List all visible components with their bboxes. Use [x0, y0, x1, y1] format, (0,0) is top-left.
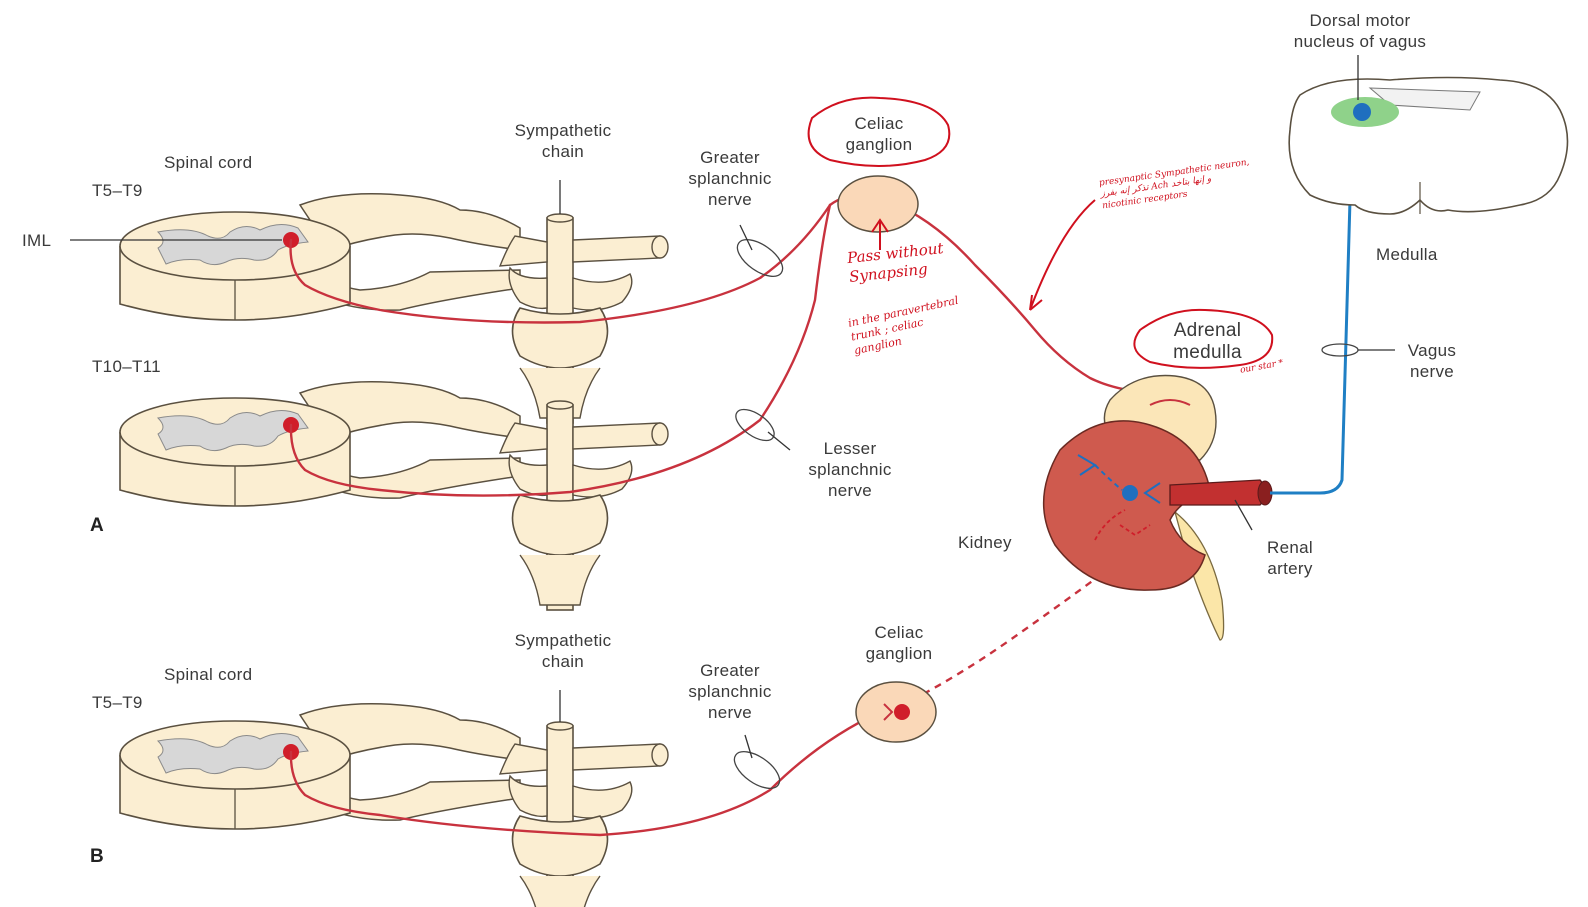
spinal-cord-label-b: Spinal cord — [164, 664, 252, 685]
spinal-cord-a-t5-t9 — [120, 194, 520, 320]
spinal-cord-b-t5-t9 — [120, 704, 520, 829]
celiac-ganglion-b — [856, 682, 936, 742]
segment-label-t5-t9-a: T5–T9 — [92, 180, 143, 201]
segment-label-t5-t9-b: T5–T9 — [92, 692, 143, 713]
medulla-section — [1289, 55, 1567, 214]
panel-a-label: A — [90, 515, 104, 537]
spinal-cord-label-a: Spinal cord — [164, 152, 252, 173]
greater-splanchnic-label-a: Greater splanchnic nerve — [655, 147, 805, 210]
sympathetic-chain-label-b: Sympathetic chain — [478, 630, 648, 672]
greater-splanchnic-label-b: Greater splanchnic nerve — [655, 660, 805, 723]
sympathetic-chain-a — [500, 214, 668, 423]
segment-label-t10-t11: T10–T11 — [92, 356, 161, 377]
celiac-ganglion-label-a: Celiac ganglion — [810, 113, 948, 155]
greater-splanchnic-ring-a — [731, 232, 789, 283]
iml-label: IML — [22, 230, 51, 251]
vagus-nerve-label: Vagus nerve — [1382, 340, 1482, 382]
lesser-splanchnic-label: Lesser splanchnic nerve — [780, 438, 920, 501]
adrenal-medulla-label: Adrenal medulla — [1140, 320, 1275, 364]
kidney-adrenal — [1044, 376, 1272, 641]
kidney-label: Kidney — [958, 532, 1012, 553]
spinal-cord-a-t10-t11 — [120, 382, 520, 506]
celiac-ganglion-label-b: Celiac ganglion — [830, 622, 968, 664]
renal-artery-label: Renal artery — [1240, 537, 1340, 579]
greater-splanchnic-ring-b — [728, 744, 786, 795]
sympathetic-chain-b — [500, 722, 668, 907]
sympathetic-chain-label-a: Sympathetic chain — [478, 120, 648, 162]
medulla-label: Medulla — [1376, 244, 1438, 265]
sympathetic-chain-a-lower — [500, 401, 668, 610]
dorsal-motor-nucleus-label: Dorsal motor nucleus of vagus — [1260, 10, 1460, 52]
panel-b-label: B — [90, 846, 104, 868]
vagus-ring — [1322, 344, 1358, 356]
